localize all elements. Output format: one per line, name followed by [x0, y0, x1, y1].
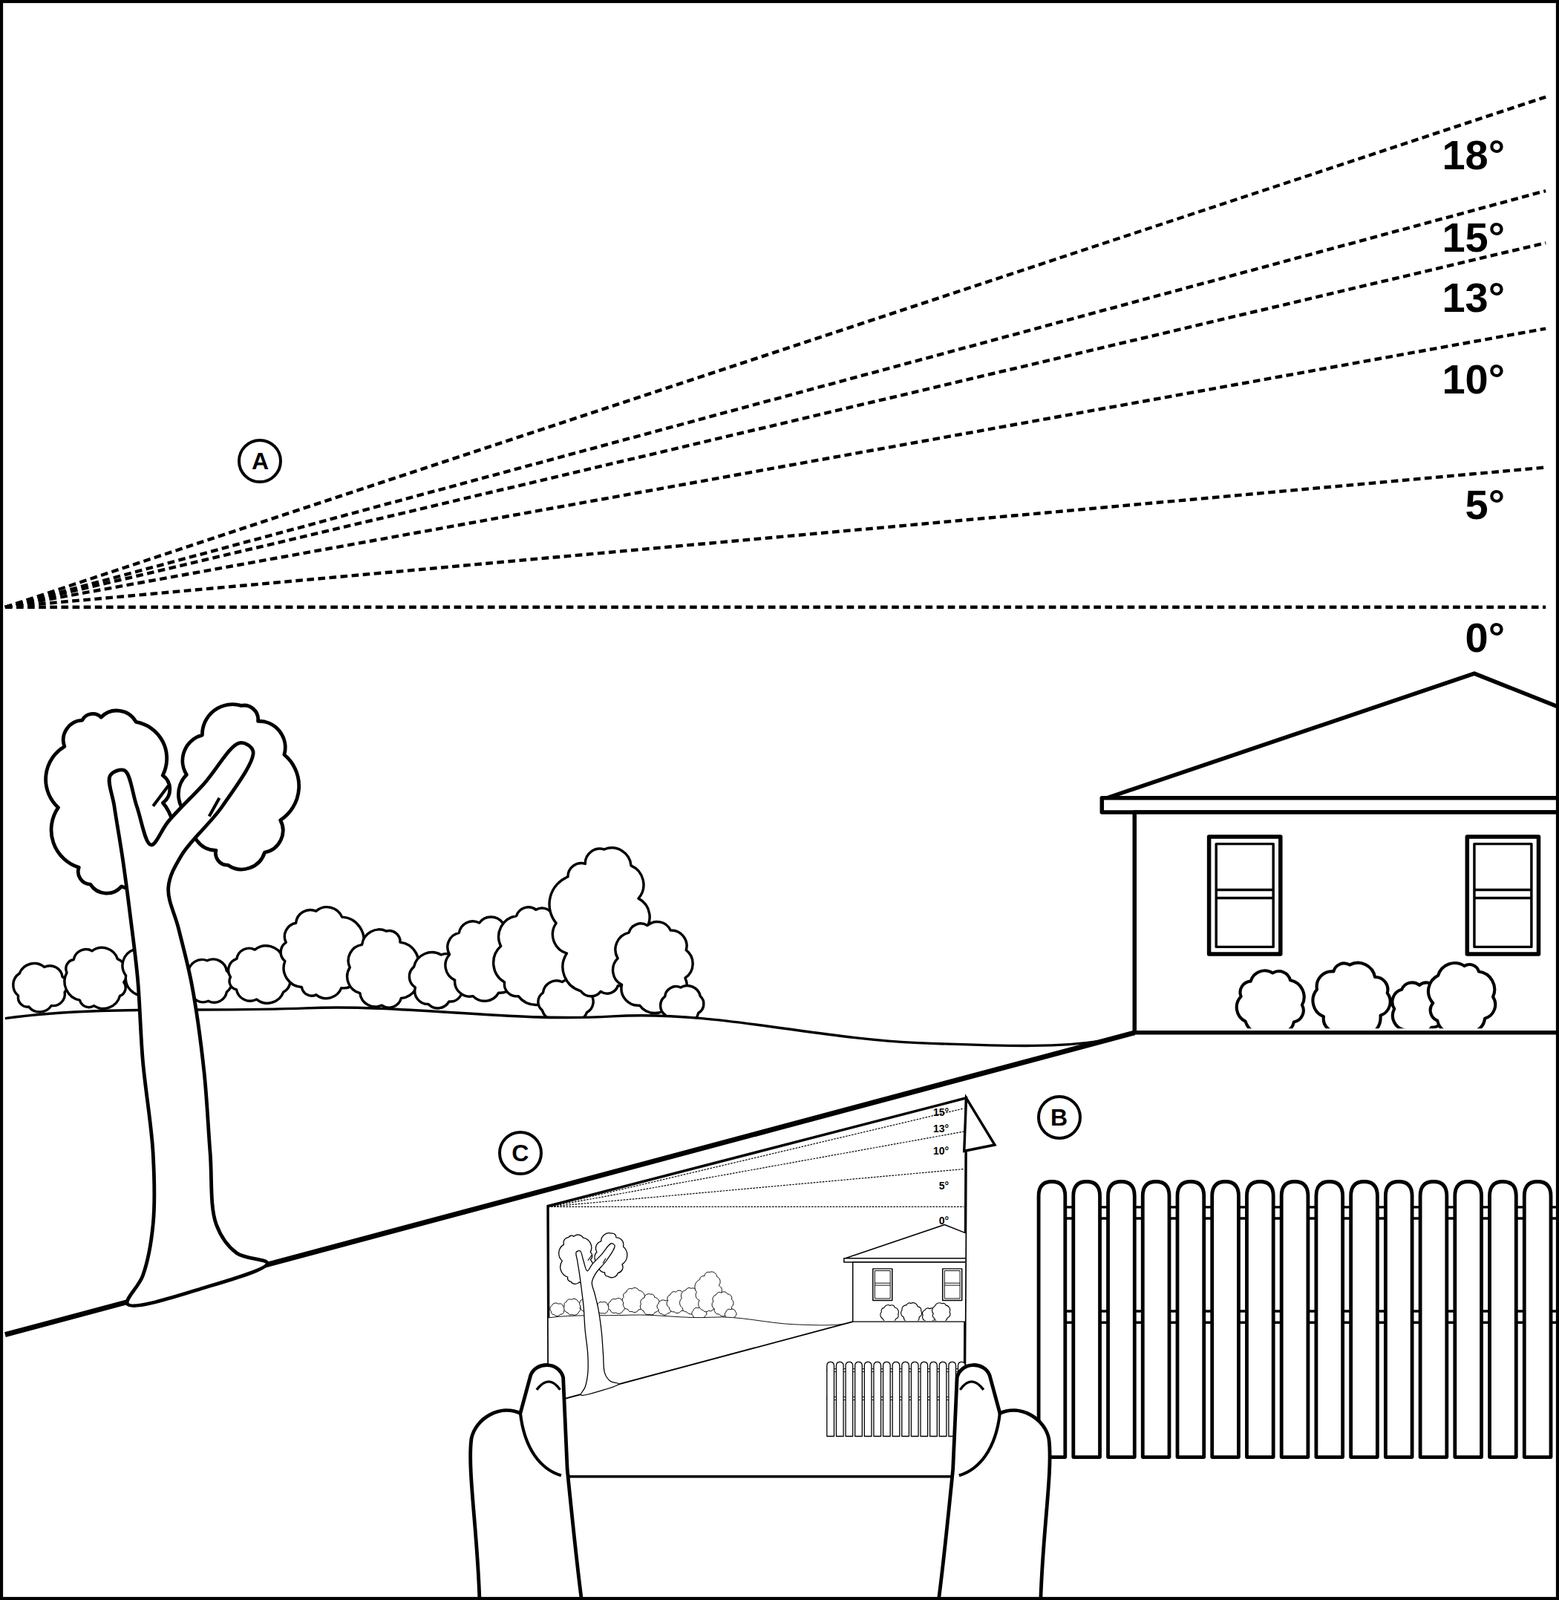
- angle-ray: [5, 328, 1546, 608]
- fence-picket: [1142, 1181, 1170, 1458]
- angle-label: 10°: [1441, 358, 1505, 401]
- bush: [1428, 962, 1496, 1029]
- fence-picket: [1038, 1181, 1066, 1458]
- inset-angle-label: 5°: [939, 1180, 949, 1191]
- angle-ray: [5, 242, 1546, 608]
- fence-picket: [1524, 1181, 1551, 1458]
- bush: [347, 929, 419, 1008]
- inset-angle-label: 10°: [933, 1145, 949, 1156]
- paper-inset: [547, 1069, 969, 1476]
- house-bushes: [1236, 962, 1496, 1029]
- house: [1101, 673, 1559, 1039]
- bush: [13, 963, 68, 1012]
- fence-picket: [1455, 1181, 1482, 1458]
- angle-ray: [5, 605, 1546, 609]
- bush: [1236, 970, 1305, 1029]
- fence-picket: [1316, 1181, 1343, 1458]
- fence-picket: [1108, 1181, 1136, 1458]
- angle-ray: [5, 466, 1546, 607]
- fence-picket: [1073, 1181, 1101, 1458]
- hand: [470, 1365, 583, 1600]
- fence-picket: [1385, 1181, 1413, 1458]
- angle-label: 13°: [1441, 276, 1505, 319]
- angle-label: 0°: [1465, 616, 1506, 659]
- tree-trunk: [109, 742, 268, 1306]
- callout-circle: A: [237, 438, 283, 484]
- inset-angle-label: 13°: [933, 1123, 949, 1134]
- callout-letter: A: [251, 449, 269, 473]
- angle-label: 18°: [1441, 134, 1505, 176]
- callout-circle: C: [498, 1130, 543, 1176]
- fence-picket: [1489, 1181, 1517, 1458]
- fence: [1038, 1181, 1559, 1458]
- angle-ray: [5, 190, 1546, 608]
- fence-picket: [1420, 1181, 1447, 1458]
- window: [1209, 836, 1281, 954]
- scene: [5, 97, 1559, 1600]
- fence-picket: [1351, 1181, 1378, 1458]
- angle-label: 5°: [1465, 484, 1506, 526]
- fence-picket: [1281, 1181, 1309, 1458]
- angle-ray: [5, 97, 1546, 608]
- callout-letter: B: [1050, 1105, 1068, 1130]
- angle-label: 15°: [1441, 216, 1505, 259]
- tree-canopy: [178, 704, 299, 870]
- window: [1466, 836, 1539, 954]
- paper-fold: [964, 1097, 995, 1151]
- roof: [1106, 673, 1559, 799]
- fence-picket: [1212, 1181, 1240, 1458]
- eave: [1101, 798, 1559, 813]
- tree-branch: [152, 785, 220, 816]
- fence-picket: [1177, 1181, 1205, 1458]
- inset-angle-label: 0°: [939, 1215, 949, 1226]
- callout-letter: C: [511, 1141, 529, 1165]
- bush: [1312, 962, 1390, 1029]
- hand: [938, 1365, 1050, 1600]
- callout-circle: B: [1037, 1095, 1082, 1140]
- inset-scene: [547, 1069, 969, 1476]
- bush: [64, 947, 127, 1009]
- fence-picket: [1246, 1181, 1274, 1458]
- angle-rays: [5, 97, 1546, 608]
- inset-angle-label: 15°: [933, 1106, 949, 1118]
